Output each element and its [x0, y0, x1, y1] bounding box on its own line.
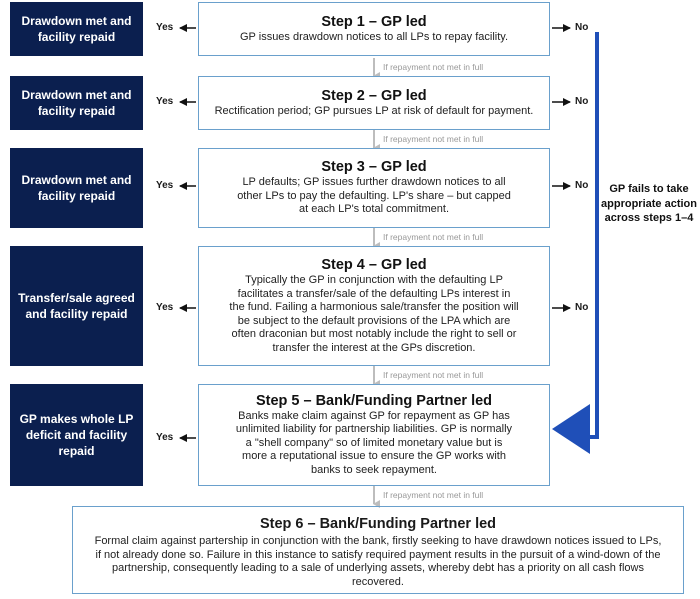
step-title-3: Step 3 – GP led — [321, 159, 427, 176]
step-text-6: Formal claim against partership in conju… — [94, 535, 662, 588]
step-text-2: Rectification period; GP pursues LP at r… — [214, 104, 534, 117]
step-text-3: LP defaults; GP issues further drawdown … — [237, 176, 511, 216]
step-text-5: Banks make claim against GP for repaymen… — [235, 409, 513, 476]
yes-label-3: Yes — [156, 180, 174, 191]
side-note: GP fails to take appropriate action acro… — [601, 183, 697, 224]
step-text-1: GP issues drawdown notices to all LPs to… — [240, 30, 508, 43]
condition-label-4: If repayment not met in full — [383, 370, 484, 380]
no-label-4: No — [575, 302, 589, 313]
outcome-box-3: Drawdown met and facility repaid — [10, 148, 143, 228]
yes-label-5: Yes — [156, 432, 174, 443]
yes-label-4: Yes — [156, 302, 174, 313]
step-title-6: Step 6 – Bank/Funding Partner led — [259, 516, 497, 532]
step-box-3: Step 3 – GP led LP defaults; GP issues f… — [198, 148, 550, 228]
no-label-3: No — [575, 180, 589, 191]
step-box-4: Step 4 – GP led Typically the GP in conj… — [198, 246, 550, 366]
outcome-box-4: Transfer/sale agreed and facility repaid — [10, 246, 143, 366]
outcome-box-5: GP makes whole LP deficit and facility r… — [10, 384, 143, 486]
escalation-line — [590, 32, 599, 439]
escalation-arrowhead — [552, 404, 590, 454]
outcome-box-2: Drawdown met and facility repaid — [10, 76, 143, 130]
step-title-4: Step 4 – GP led — [321, 257, 427, 273]
no-label-1: No — [575, 22, 589, 33]
outcome-box-1: Drawdown met and facility repaid — [10, 2, 143, 56]
condition-label-5: If repayment not met in full — [383, 490, 484, 500]
yes-label-2: Yes — [156, 96, 174, 107]
step-box-1: Step 1 – GP led GP issues drawdown notic… — [198, 2, 550, 56]
condition-label-1: If repayment not met in full — [383, 62, 484, 72]
step-title-2: Step 2 – GP led — [321, 87, 427, 104]
step-text-4: Typically the GP in conjunction with the… — [229, 274, 519, 354]
step-box-2: Step 2 – GP led Rectification period; GP… — [198, 76, 550, 130]
no-label-2: No — [575, 96, 589, 107]
condition-label-3: If repayment not met in full — [383, 232, 484, 242]
step-box-6: Step 6 – Bank/Funding Partner led Formal… — [72, 506, 684, 594]
step-title-5: Step 5 – Bank/Funding Partner led — [255, 392, 493, 409]
yes-label-1: Yes — [156, 22, 174, 33]
condition-label-2: If repayment not met in full — [383, 134, 484, 144]
step-box-5: Step 5 – Bank/Funding Partner led Banks … — [198, 384, 550, 486]
step-title-1: Step 1 – GP led — [321, 13, 427, 30]
